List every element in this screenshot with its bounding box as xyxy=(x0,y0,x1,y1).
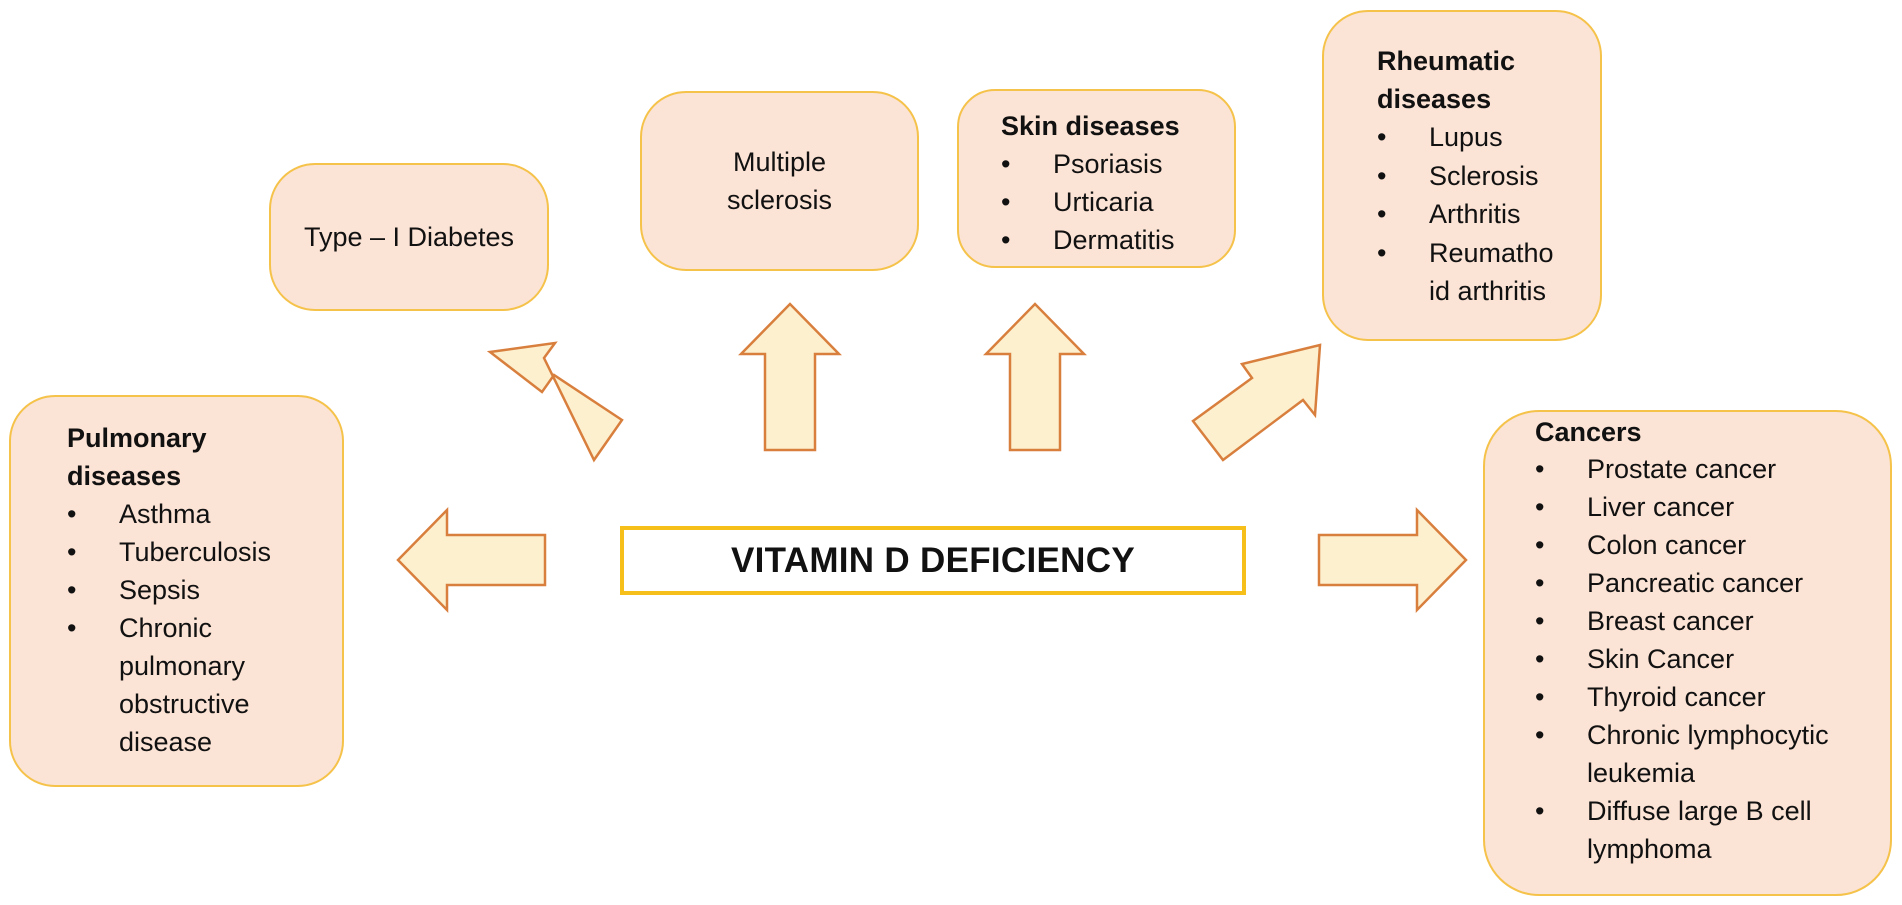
multiple-sclerosis-box: Multiple sclerosis xyxy=(640,91,919,271)
list-item: Diffuse large B cell lymphoma xyxy=(1535,792,1857,868)
arrow-up-right-rheumatic xyxy=(1191,343,1322,462)
list-item: Colon cancer xyxy=(1535,526,1882,564)
list-item: Sepsis xyxy=(67,571,332,609)
list-item: Tuberculosis xyxy=(67,533,332,571)
list-item: Sclerosis xyxy=(1377,157,1590,196)
list-item: Breast cancer xyxy=(1535,602,1882,640)
vitamin-d-deficiency-box: VITAMIN D DEFICIENCY xyxy=(620,526,1246,595)
center-label: VITAMIN D DEFICIENCY xyxy=(731,540,1135,580)
list-item: Prostate cancer xyxy=(1535,450,1882,488)
list-item: Psoriasis xyxy=(1001,145,1226,183)
list-item: Thyroid cancer xyxy=(1535,678,1882,716)
pulmonary-diseases-box: Pulmonary diseases Asthma Tuberculosis S… xyxy=(9,395,344,787)
list-item: Arthritis xyxy=(1377,195,1590,234)
diabetes-label: Type – I Diabetes xyxy=(303,222,515,252)
list-item: Dermatitis xyxy=(1001,221,1226,259)
list-item: Chronic lymphocytic leukemia xyxy=(1535,716,1877,792)
rheumatic-title: Rheumatic diseases xyxy=(1377,46,1516,114)
cancers-box: Cancers Prostate cancer Liver cancer Col… xyxy=(1483,410,1892,896)
list-item: Skin Cancer xyxy=(1535,640,1882,678)
cancers-list: Prostate cancer Liver cancer Colon cance… xyxy=(1535,450,1882,868)
rheumatic-list: Lupus Sclerosis Arthritis Reumatho id ar… xyxy=(1377,118,1590,311)
list-item: Chronic pulmonary obstructive disease xyxy=(67,609,259,761)
skin-title: Skin diseases xyxy=(1001,111,1180,141)
arrow-up-skin xyxy=(983,302,1087,452)
list-item: Liver cancer xyxy=(1535,488,1882,526)
list-item: Reumatho id arthritis xyxy=(1377,234,1569,311)
type-1-diabetes-box: Type – I Diabetes xyxy=(269,163,549,311)
arrow-right xyxy=(1317,506,1468,614)
arrow-left xyxy=(396,506,547,614)
arrow-up-multiple-sclerosis xyxy=(738,302,842,452)
multiple-sclerosis-label: Multiple sclerosis xyxy=(726,147,833,215)
skin-list: Psoriasis Urticaria Dermatitis xyxy=(1001,145,1226,259)
pulmonary-list: Asthma Tuberculosis Sepsis Chronic pulmo… xyxy=(67,495,332,761)
list-item: Urticaria xyxy=(1001,183,1226,221)
cancers-title: Cancers xyxy=(1535,417,1642,447)
pulmonary-title: Pulmonary diseases xyxy=(67,423,207,491)
list-item: Pancreatic cancer xyxy=(1535,564,1882,602)
list-item: Lupus xyxy=(1377,118,1590,157)
rheumatic-diseases-box: Rheumatic diseases Lupus Sclerosis Arthr… xyxy=(1322,10,1602,341)
skin-diseases-box: Skin diseases Psoriasis Urticaria Dermat… xyxy=(957,89,1236,268)
list-item: Asthma xyxy=(67,495,332,533)
arrow-up-left-diabetes xyxy=(486,341,624,463)
